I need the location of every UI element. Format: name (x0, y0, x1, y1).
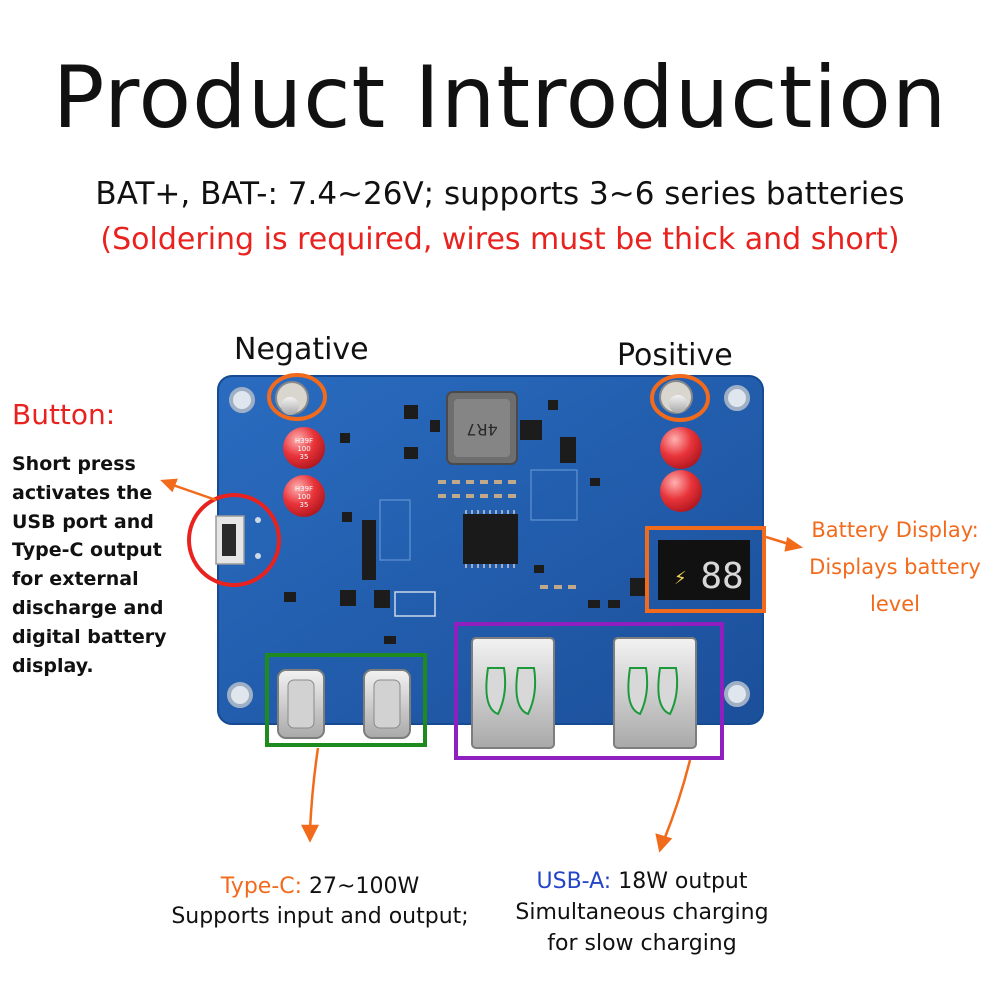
button-highlight-circle (187, 493, 281, 587)
button-desc-line: for external (12, 568, 139, 591)
positive-highlight-circle (650, 374, 710, 422)
battery-display-line: Displays battery (809, 555, 981, 579)
usb-a-desc1: Simultaneous charging (515, 900, 769, 925)
button-desc-line: USB port and (12, 510, 154, 533)
button-desc-line: digital battery (12, 625, 167, 648)
button-title: Button: (12, 398, 116, 431)
svg-text:100: 100 (297, 493, 310, 501)
inductor: 4R7 (446, 391, 518, 465)
negative-terminal-label: Negative (234, 332, 369, 367)
svg-text:H39F: H39F (295, 485, 313, 493)
svg-text:100: 100 (297, 445, 310, 453)
svg-text:35: 35 (300, 501, 309, 509)
type-c-desc: Supports input and output; (171, 904, 469, 929)
page-title: Product Introduction (52, 48, 948, 148)
type-c-highlight-box (265, 653, 427, 747)
battery-display-module: 88 ⚡ (658, 540, 750, 600)
button-desc-line: discharge and (12, 596, 164, 619)
battery-display-line: level (870, 592, 920, 616)
button-desc-line: activates the (12, 481, 153, 504)
battery-display-line: Battery Display: (811, 518, 979, 542)
button-description: Short press activates the USB port and T… (12, 450, 187, 680)
usb-a-desc2: for slow charging (547, 931, 737, 956)
type-c-name: Type-C: (220, 874, 303, 899)
mounting-holes (227, 385, 750, 708)
type-c-power: 27~100W (302, 874, 420, 899)
resistor-array (438, 480, 576, 589)
usb-a-ports (471, 637, 697, 749)
negative-pad (275, 381, 309, 415)
button-desc-line: Type-C output (12, 539, 162, 562)
usb-a-highlight-box (454, 622, 724, 760)
annotation-arrows (160, 478, 804, 853)
controller-chip (463, 514, 518, 564)
button-desc-line: display. (12, 654, 94, 677)
svg-text:4R7: 4R7 (466, 420, 497, 439)
smd-components (284, 400, 648, 644)
button-desc-line: Short press (12, 453, 136, 475)
usb-a-name: USB-A: (536, 869, 612, 894)
soldering-warning: (Soldering is required, wires must be th… (100, 222, 900, 257)
negative-highlight-circle (267, 373, 327, 421)
positive-pad (659, 380, 693, 414)
positive-terminal-label: Positive (617, 338, 733, 373)
display-digits: 88 (700, 556, 743, 597)
voltage-spec: BAT+, BAT-: 7.4~26V; supports 3~6 series… (95, 176, 905, 212)
svg-text:⚡: ⚡ (674, 568, 687, 589)
tactile-button (215, 515, 261, 565)
svg-text:H39F: H39F (295, 437, 313, 445)
usb-a-description: USB-A: 18W output Simultaneous charging … (482, 866, 802, 959)
battery-display-description: Battery Display: Displays battery level (790, 512, 1000, 623)
usb-a-power: 18W output (611, 869, 748, 894)
battery-display-highlight-box (645, 526, 766, 613)
type-c-ports (277, 669, 411, 739)
type-c-description: Type-C: 27~100W Supports input and outpu… (150, 872, 490, 932)
svg-text:35: 35 (300, 453, 309, 461)
